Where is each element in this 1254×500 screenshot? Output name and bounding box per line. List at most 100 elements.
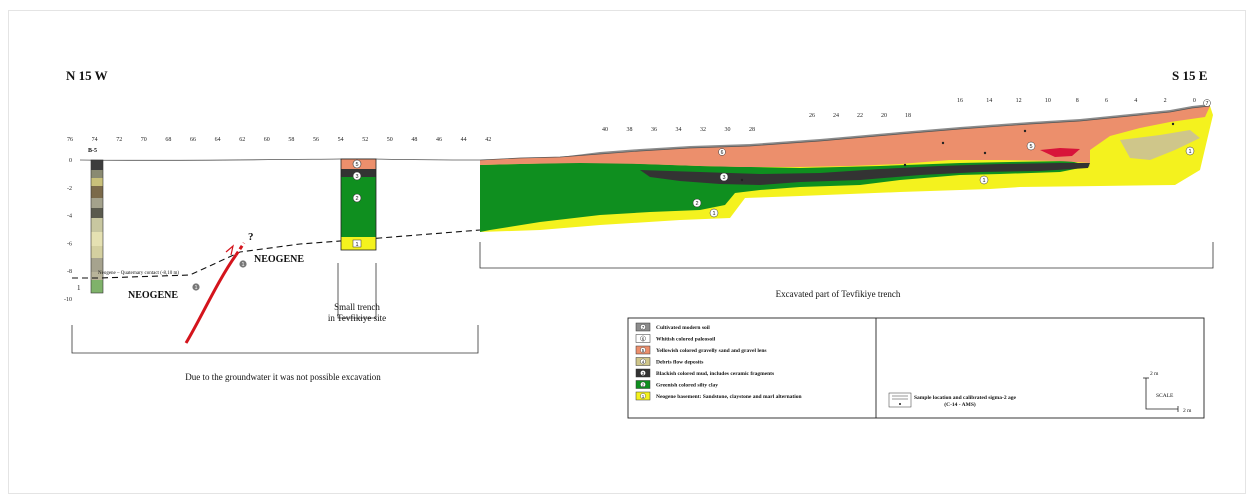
main-marker-3: 3 bbox=[719, 172, 729, 182]
svg-text:1: 1 bbox=[241, 262, 244, 268]
small-trench-marker-5: 5 bbox=[352, 159, 362, 169]
figure-frame bbox=[8, 10, 1246, 494]
distance-tick: 72 bbox=[116, 137, 122, 143]
contact-label: Neogene – Quaternary contact (-8,10 m) bbox=[98, 271, 179, 276]
small-trench-bracket bbox=[337, 263, 377, 319]
depth-ticks: 0 -2 -4 -6 -8 -10 bbox=[64, 158, 72, 303]
distance-tick: 54 bbox=[338, 137, 344, 143]
neogene-label-left: NEOGENE bbox=[128, 290, 178, 301]
svg-text:7: 7 bbox=[1206, 101, 1209, 107]
distance-tick: 44 bbox=[461, 137, 467, 143]
depth-tick: -6 bbox=[67, 241, 72, 247]
legend-number: 4 bbox=[642, 359, 645, 364]
distance-tick: 36 bbox=[651, 127, 657, 133]
svg-text:5: 5 bbox=[1029, 144, 1032, 150]
legend-number: 3 bbox=[642, 371, 645, 376]
sample-label-1: Sample location and calibrated sigma-2 a… bbox=[914, 395, 1016, 401]
legend-number: 2 bbox=[642, 382, 645, 387]
distance-tick: 8 bbox=[1076, 98, 1079, 104]
distance-tick: 34 bbox=[676, 127, 682, 133]
sample-points bbox=[740, 122, 1175, 182]
distance-tick: 74 bbox=[92, 137, 98, 143]
groundwater-bracket bbox=[71, 325, 479, 354]
legend-number: 6 bbox=[642, 336, 645, 341]
distance-tick: 26 bbox=[809, 113, 815, 119]
distance-tick: 56 bbox=[313, 137, 319, 143]
legend-label: Yellowish colored gravelly sand and grav… bbox=[656, 348, 767, 354]
borehole-unit: 1 bbox=[77, 284, 81, 292]
legend-number-badge bbox=[640, 335, 646, 342]
distance-tick: 50 bbox=[387, 137, 393, 143]
neogene-label-right: NEOGENE bbox=[254, 254, 304, 265]
legend-label: Blackish colored mud, includes ceramic f… bbox=[656, 371, 774, 377]
legend-number: 1 bbox=[642, 394, 645, 399]
distance-tick: 28 bbox=[749, 127, 755, 133]
scale-title: SCALE bbox=[1156, 393, 1174, 399]
legend-label: Neogene basement: Sandstone, claystone a… bbox=[656, 394, 802, 400]
distance-tick: 70 bbox=[141, 137, 147, 143]
distance-tick: 68 bbox=[165, 137, 171, 143]
orientation-left: N 15 W bbox=[66, 68, 108, 83]
distance-tick: 32 bbox=[700, 127, 706, 133]
legend-item: 5 Yellowish colored gravelly sand and gra… bbox=[635, 345, 767, 355]
depth-tick: -2 bbox=[67, 186, 72, 192]
distance-tick: 24 bbox=[833, 113, 839, 119]
svg-text:6: 6 bbox=[721, 150, 724, 156]
distance-tick: 18 bbox=[905, 113, 911, 119]
fault-unit-marker-right: 1 bbox=[239, 260, 247, 268]
fault-line bbox=[184, 254, 238, 344]
svg-text:1: 1 bbox=[194, 285, 197, 291]
borehole-column bbox=[90, 159, 104, 294]
legend-number-badge bbox=[640, 347, 646, 353]
distance-tick: 4 bbox=[1134, 98, 1137, 104]
svg-text:3: 3 bbox=[722, 175, 725, 181]
distance-tick: 12 bbox=[1016, 98, 1022, 104]
distance-tick: 6 bbox=[1105, 98, 1108, 104]
legend-label: Whitish colored paleosoil bbox=[656, 337, 716, 343]
distance-tick: 40 bbox=[602, 127, 608, 133]
depth-tick: -4 bbox=[67, 214, 72, 220]
svg-text:3: 3 bbox=[355, 174, 358, 180]
distance-tick: 64 bbox=[215, 137, 221, 143]
distance-tick: 16 bbox=[957, 98, 963, 104]
small-trench-label-2: in Tevfikiye site bbox=[328, 313, 386, 323]
distance-tick: 2 bbox=[1164, 98, 1167, 104]
svg-text:5: 5 bbox=[355, 162, 358, 168]
legend-number-badge bbox=[640, 358, 646, 365]
svg-text:1: 1 bbox=[1188, 149, 1191, 155]
legend-item: 3 Blackish colored mud, includes ceramic … bbox=[635, 368, 774, 378]
depth-tick: -10 bbox=[64, 297, 72, 303]
small-trench-label-1: Small trench bbox=[334, 302, 380, 312]
legend-number-badge bbox=[640, 381, 646, 388]
legend-number: 7 bbox=[642, 325, 645, 330]
small-trench-marker-2: 2 bbox=[352, 193, 362, 203]
legend-number: 5 bbox=[642, 348, 645, 353]
scale-vertical: 2 m bbox=[1150, 371, 1159, 377]
fault-arrow bbox=[225, 244, 234, 256]
distance-tick: 22 bbox=[857, 113, 863, 119]
distance-tick: 10 bbox=[1045, 98, 1051, 104]
fault-query: ? bbox=[248, 231, 254, 243]
scale-horizontal: 2 m bbox=[1183, 408, 1192, 414]
depth-tick: 0 bbox=[69, 158, 72, 164]
legend-frame bbox=[627, 317, 1205, 419]
depth-tick: -8 bbox=[67, 269, 72, 275]
legend-number-badge bbox=[640, 324, 646, 330]
distance-tick: 58 bbox=[288, 137, 294, 143]
svg-text:1: 1 bbox=[982, 178, 985, 184]
main-marker-1a: 1 bbox=[709, 208, 719, 218]
svg-text:2: 2 bbox=[695, 201, 698, 207]
main-marker-1b: 1 bbox=[979, 175, 989, 185]
main-marker-1c: 1 bbox=[1185, 146, 1195, 156]
distance-tick: 52 bbox=[362, 137, 368, 143]
borehole-label: B-5 bbox=[88, 148, 97, 154]
contact-line bbox=[72, 229, 481, 279]
